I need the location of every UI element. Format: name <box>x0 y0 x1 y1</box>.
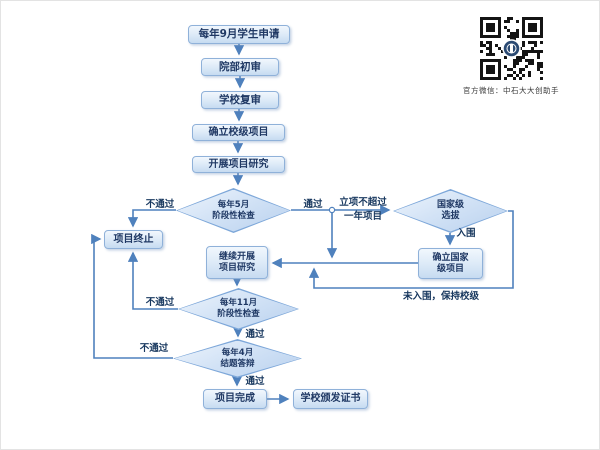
node-school-review-label: 学校复审 <box>219 93 261 106</box>
label-apr-pass: 通过 <box>245 376 265 387</box>
node-national-selection: 国家级 选拔 <box>393 189 508 233</box>
label-apr-fail: 不通过 <box>139 343 169 354</box>
wechat-qr-block: 官方微信：中石大大创助手 <box>447 13 575 96</box>
node-establish-national: 确立国家 级项目 <box>418 248 483 279</box>
label-may-fail: 不通过 <box>145 199 175 210</box>
node-establish-school: 确立校级项目 <box>192 124 285 141</box>
node-certificate: 学校颁发证书 <box>293 389 368 409</box>
node-establish-national-line2: 级项目 <box>436 263 464 274</box>
edge-may-fail <box>127 209 176 228</box>
node-school-review: 学校复审 <box>201 91 279 109</box>
node-conduct-research-label: 开展项目研究 <box>208 158 269 170</box>
node-complete-label: 项目完成 <box>215 393 255 405</box>
may-check-line2: 阶段性检查 <box>212 210 255 221</box>
node-terminate-label: 项目终止 <box>113 233 154 245</box>
node-dept-review: 院部初审 <box>201 58 279 76</box>
node-continue-research-line1: 继续开展 <box>218 252 255 263</box>
label-not-shortlisted: 未入围，保持校级 <box>402 291 479 302</box>
qr-code-icon <box>479 17 543 80</box>
edge-nov-fail <box>127 251 178 310</box>
edge-apr-fail <box>91 233 173 359</box>
node-nov-check: 每年11月 阶段性检查 <box>178 288 299 330</box>
node-conduct-research: 开展项目研究 <box>192 156 285 173</box>
national-selection-line1: 国家级 <box>436 199 464 210</box>
node-may-check: 每年5月 阶段性检查 <box>176 188 291 233</box>
node-establish-national-line1: 确立国家 <box>432 253 469 264</box>
label-one-year-line2: 一年项目 <box>343 210 382 222</box>
node-continue-research: 继续开展 项目研究 <box>206 246 268 279</box>
node-apply-label: 每年9月学生申请 <box>198 28 280 41</box>
final-defense-line1: 每年4月 <box>221 347 254 358</box>
node-complete: 项目完成 <box>203 389 267 409</box>
junction-dot <box>328 206 336 214</box>
node-establish-school-label: 确立校级项目 <box>208 126 269 138</box>
edge-not-shortlisted-return <box>308 210 514 289</box>
label-shortlisted: 入围 <box>456 228 476 239</box>
label-nov-pass: 通过 <box>245 329 265 340</box>
label-one-year-line1: 立项不超过 <box>339 197 387 208</box>
may-check-line1: 每年5月 <box>217 199 250 210</box>
nov-check-line2: 阶段性检查 <box>217 309 260 319</box>
node-apply: 每年9月学生申请 <box>188 25 290 44</box>
final-defense-line2: 结题答辩 <box>220 358 255 369</box>
label-may-pass: 通过 <box>303 199 323 210</box>
node-certificate-label: 学校颁发证书 <box>300 393 361 405</box>
nov-check-line1: 每年11月 <box>219 298 258 309</box>
node-dept-review-label: 院部初审 <box>219 60 261 73</box>
qr-caption: 官方微信：中石大大创助手 <box>463 86 559 95</box>
node-terminate: 项目终止 <box>104 230 163 249</box>
label-one-year: 立项不超过 一年项目 <box>332 196 394 223</box>
label-nov-fail: 不通过 <box>145 297 175 308</box>
node-final-defense: 每年4月 结题答辩 <box>173 339 302 378</box>
node-continue-research-line2: 项目研究 <box>218 262 255 273</box>
national-selection-line2: 选拔 <box>441 211 460 221</box>
